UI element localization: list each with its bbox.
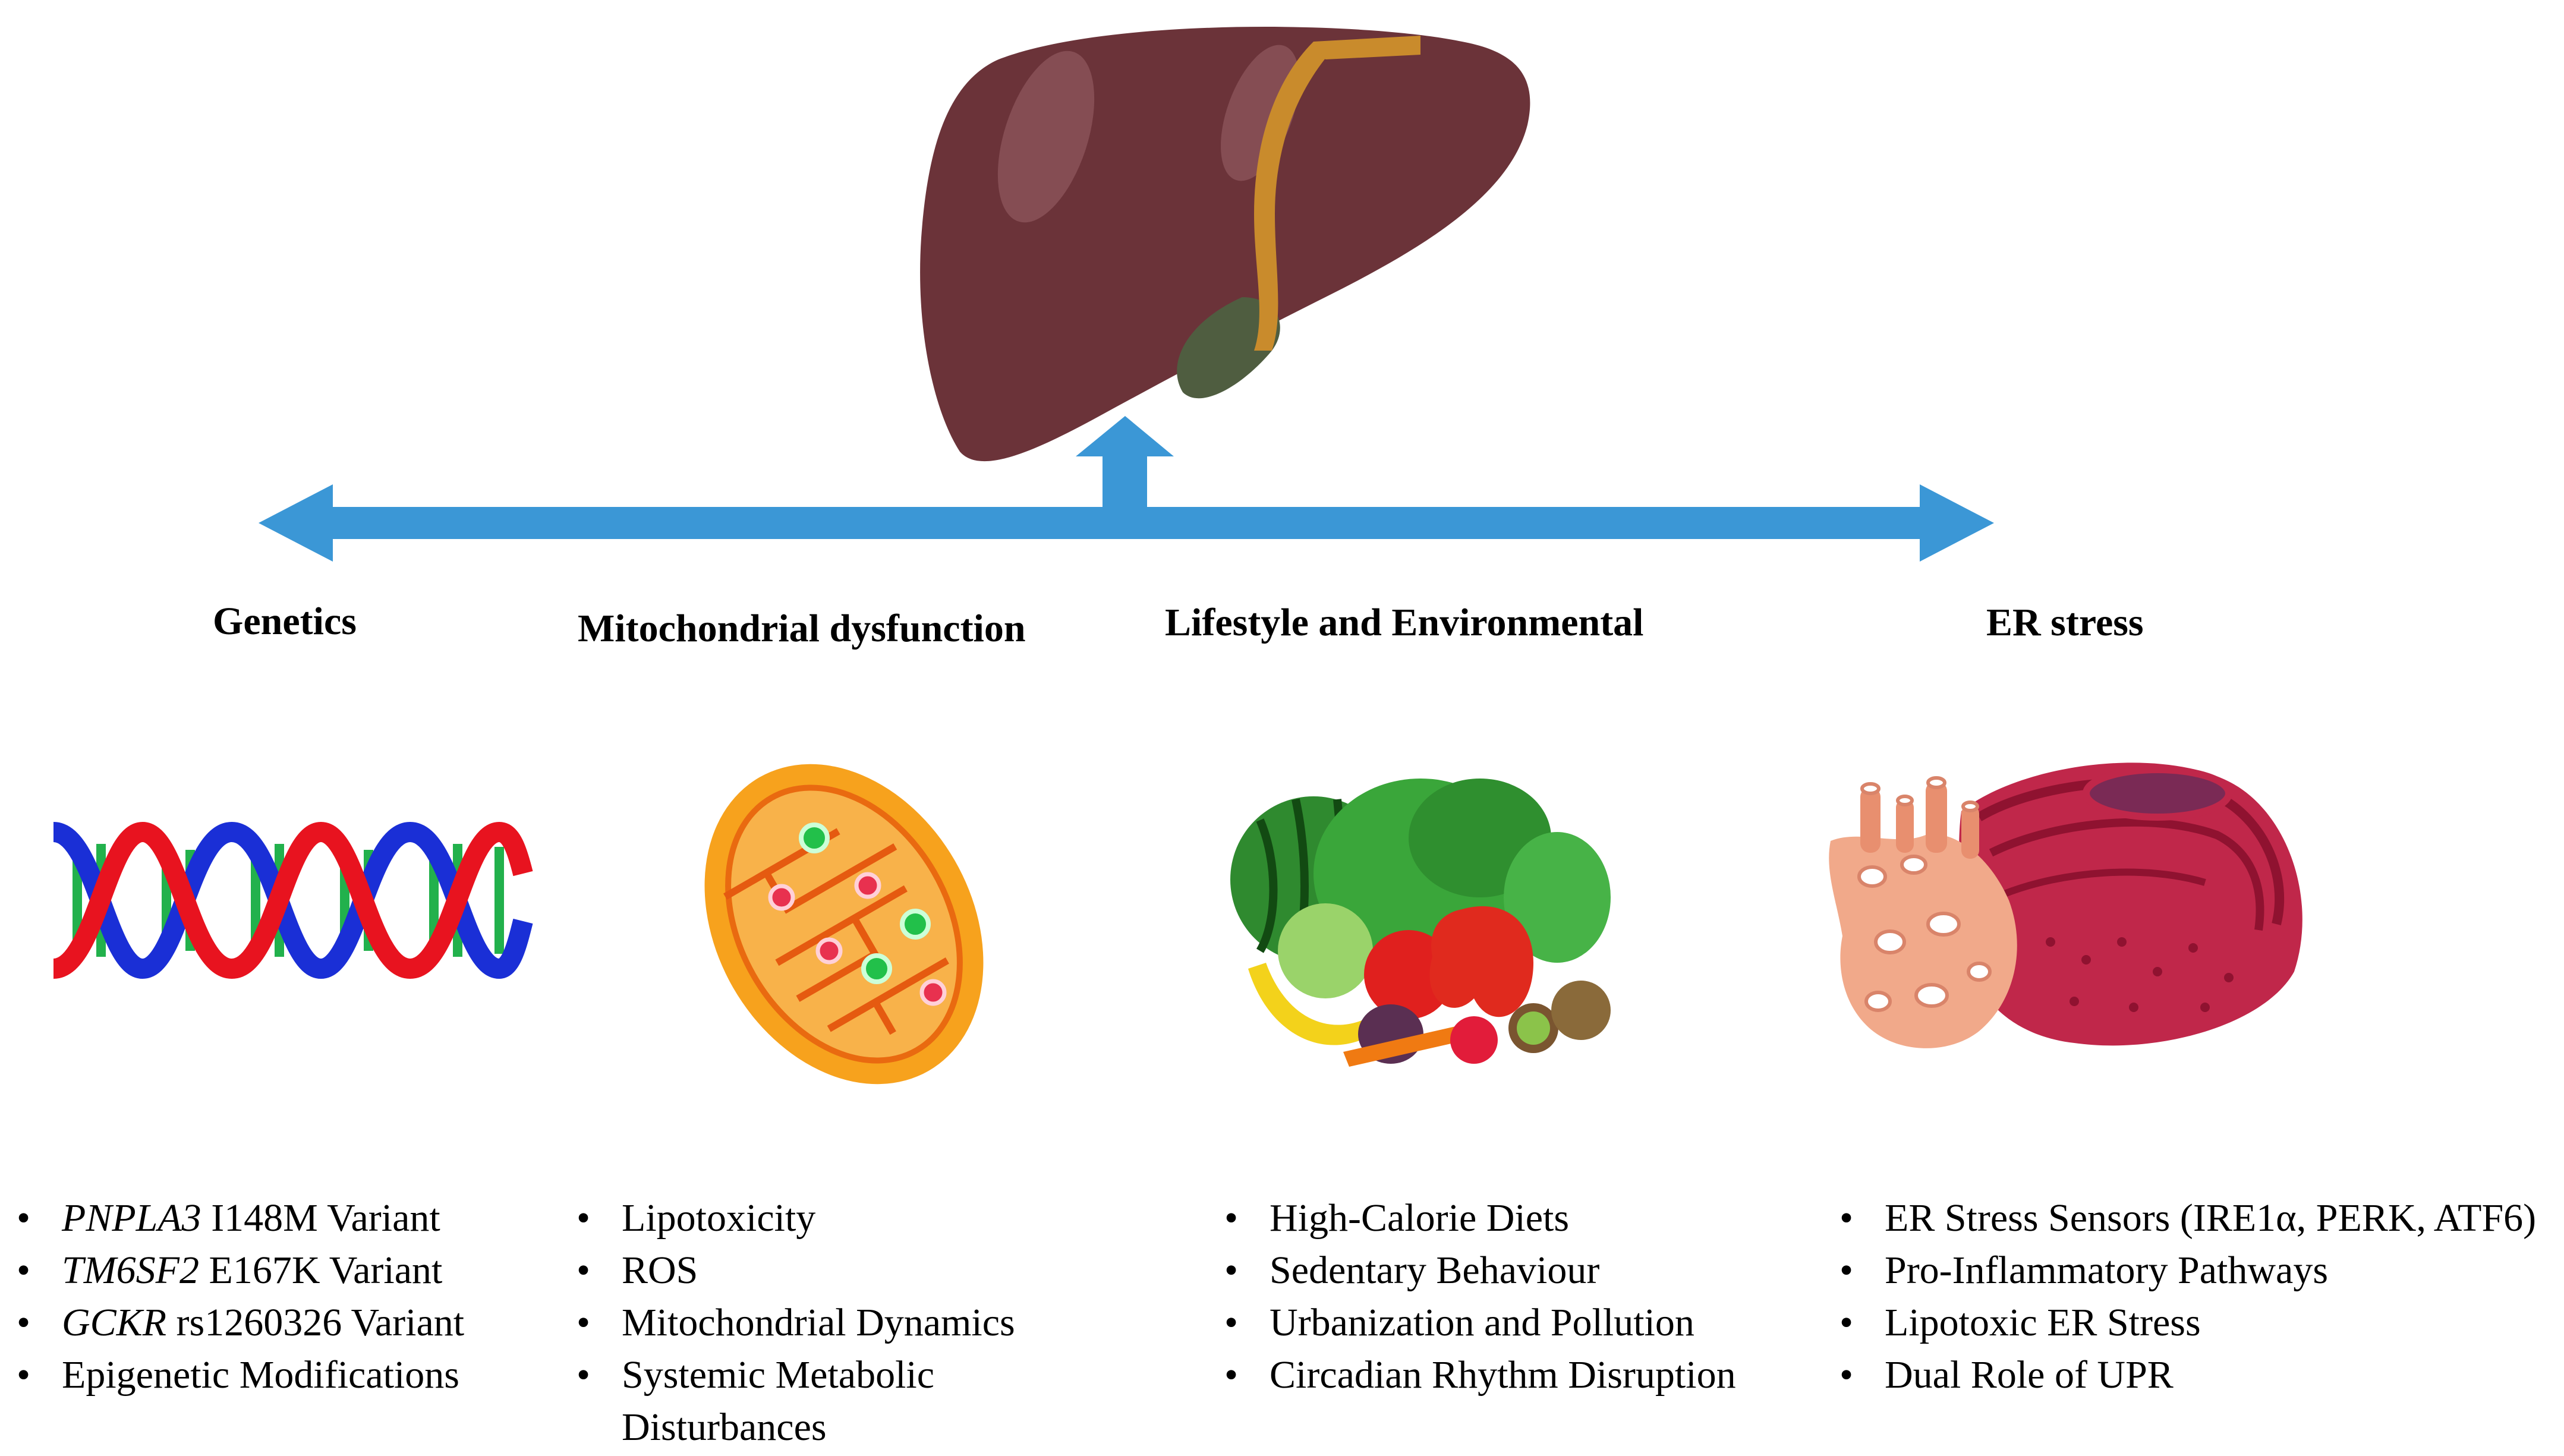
fruits-vegetables-icon (1230, 779, 1611, 1067)
list-item: •Mitochondrial Dynamics (577, 1301, 1015, 1344)
mitochondrion-icon (704, 764, 984, 1085)
er-stress-heading: ER stress (1986, 601, 2144, 644)
dna-helix-icon (52, 821, 533, 979)
endoplasmic-reticulum-icon (1829, 762, 2302, 1048)
lifestyle-list: •High-Calorie Diets •Sedentary Behaviour… (1224, 1192, 1736, 1401)
genetics-heading: Genetics (213, 600, 357, 643)
liver-icon (920, 27, 1530, 462)
list-item: •Dual Role of UPR (1839, 1353, 2174, 1397)
list-item: •High-Calorie Diets (1224, 1196, 1570, 1240)
list-item: •TM6SF2 E167K Variant (17, 1249, 443, 1292)
list-item: •Pro-Inflammatory Pathways (1839, 1249, 2329, 1292)
gene-name: GCKR (62, 1301, 167, 1344)
list-item: •Epigenetic Modifications (17, 1353, 459, 1397)
gene-name: TM6SF2 (62, 1249, 199, 1292)
mitochondrial-list: •Lipotoxicity •ROS •Mitochondrial Dynami… (577, 1192, 1015, 1454)
list-item: •Systemic Metabolic (577, 1353, 935, 1397)
gene-name: PNPLA3 (62, 1196, 201, 1240)
list-item: •PNPLA3 I148M Variant (17, 1196, 440, 1240)
lifestyle-environmental-heading: Lifestyle and Environmental (1165, 601, 1644, 644)
er-stress-list: •ER Stress Sensors (IRE1α, PERK, ATF6) •… (1839, 1192, 2536, 1401)
list-item-continuation: Disturbances (622, 1405, 827, 1449)
list-item: •ER Stress Sensors (IRE1α, PERK, ATF6) (1839, 1196, 2537, 1240)
list-item: •Lipotoxic ER Stress (1839, 1301, 2201, 1344)
list-item: •Circadian Rhythm Disruption (1224, 1353, 1736, 1397)
list-item: •ROS (577, 1249, 698, 1292)
list-item: •GCKR rs1260326 Variant (17, 1301, 465, 1344)
genetics-list: •PNPLA3 I148M Variant •TM6SF2 E167K Vari… (17, 1192, 464, 1401)
mitochondrial-dysfunction-heading: Mitochondrial dysfunction (578, 607, 1026, 650)
list-item: •Lipotoxicity (577, 1196, 816, 1240)
list-item: •Urbanization and Pollution (1224, 1301, 1694, 1344)
list-item: •Sedentary Behaviour (1224, 1249, 1600, 1292)
